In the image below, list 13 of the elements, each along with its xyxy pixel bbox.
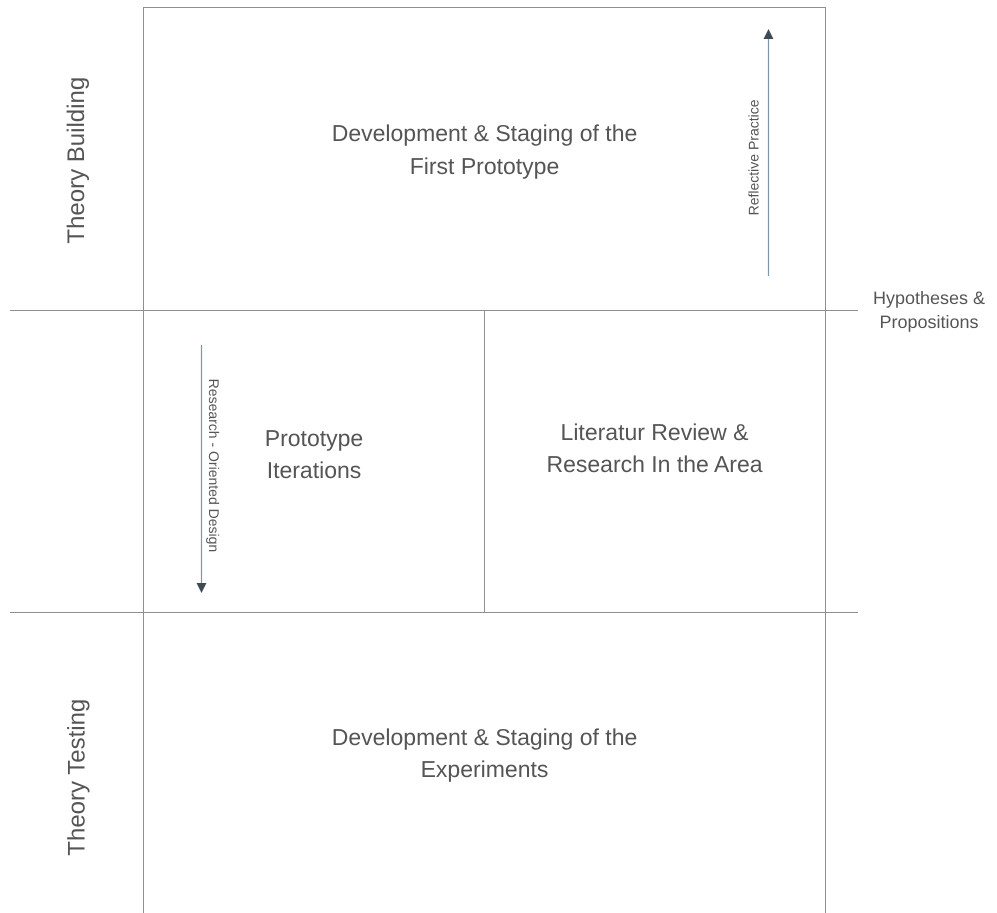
- cell-title: Development & Staging of the Experiments: [330, 722, 638, 784]
- grid-cell: [143, 310, 485, 613]
- cell-title: Prototype Iterations: [264, 424, 364, 485]
- arrow-label: Reflective Practice: [744, 98, 763, 215]
- grid-cell: [143, 7, 826, 311]
- row-label: Theory Testing: [62, 698, 91, 856]
- grid-cell: [484, 310, 826, 613]
- arrow-label: Research - Oriented Design: [205, 378, 224, 552]
- row-label: Theory Building: [62, 76, 91, 244]
- cell-title: Literatur Review & Research In the Area: [545, 418, 764, 479]
- cell-title: Development & Staging of the First Prototype: [330, 119, 638, 181]
- side-label: Hypotheses & Propositions: [872, 286, 986, 334]
- grid-cell: [143, 612, 826, 913]
